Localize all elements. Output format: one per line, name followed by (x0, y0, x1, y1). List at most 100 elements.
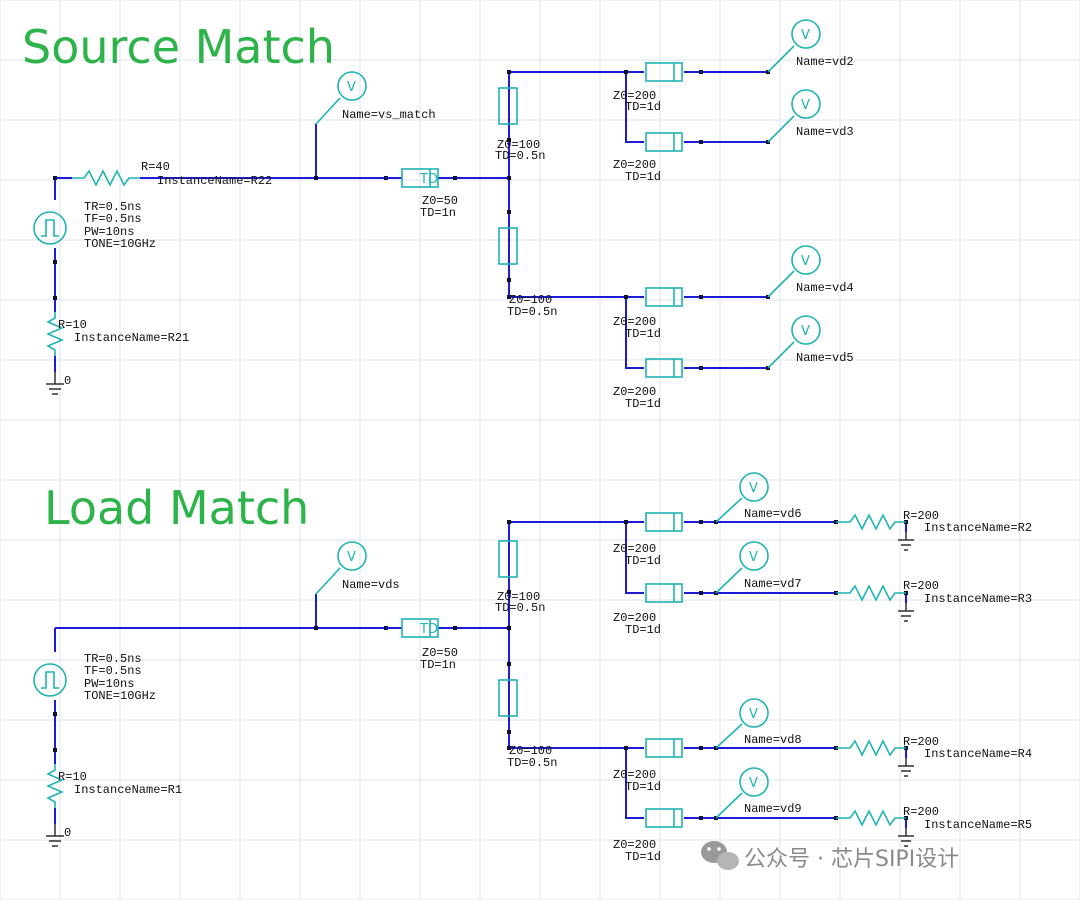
load-pulse-pw: PW=10ns (84, 677, 134, 691)
r22-value: R=40 (141, 160, 170, 174)
probe-symbol: V (749, 481, 758, 496)
resistor-r1[interactable]: R=10 InstanceName=R1 (45, 764, 182, 808)
resistor-r4[interactable]: R=200 InstanceName=R4 (836, 735, 1032, 777)
probe-vd6[interactable]: V Name=vd6 (715, 472, 802, 523)
probe-vd7[interactable]: V Name=vd7 (715, 541, 802, 594)
tline-main-td: TD=1n (420, 206, 456, 220)
probe-symbol: V (801, 254, 810, 269)
resistor-r22[interactable]: R=40 InstanceName=R22 (72, 160, 272, 188)
tline-symbol: TD (419, 622, 438, 637)
load-branch-3-td: TD=1d (625, 780, 661, 794)
source-pulse-tr: TR=0.5ns (84, 200, 142, 214)
probe-vd2-label: Name=vd2 (796, 55, 854, 69)
tline-upper[interactable]: Z0=100 TD=0.5n (495, 87, 545, 163)
tline-branch-load-3[interactable]: Z0=200 TD=1d (613, 738, 683, 794)
load-match-circuit: TR=0.5ns TF=0.5ns PW=10ns TONE=10GHz R=1… (33, 472, 1032, 864)
tline-upper-z: Z0=100 (497, 138, 540, 152)
probe-symbol: V (801, 28, 810, 43)
probe-vd8[interactable]: V Name=vd8 (715, 698, 802, 749)
tline-branch-4[interactable]: Z0=200 TD=1d (613, 358, 683, 411)
probe-symbol: V (749, 550, 758, 565)
tline-lower-load[interactable]: Z0=100 TD=0.5n (498, 679, 557, 770)
tline-main-load-z: Z0=50 (422, 646, 458, 660)
r1-value: R=10 (58, 770, 87, 784)
resistor-r2[interactable]: R=200 InstanceName=R2 (836, 509, 1032, 551)
probe-vs-match-label: Name=vs_match (342, 108, 436, 122)
load-branch-2-td: TD=1d (625, 623, 661, 637)
tline-lower[interactable]: Z0=100 TD=0.5n (498, 227, 557, 319)
load-branch-3-z: Z0=200 (613, 768, 656, 782)
tline-upper-load-td: TD=0.5n (495, 601, 545, 615)
source-match-circuit: R=40 InstanceName=R22 TR=0.5ns TF=0.5ns … (33, 19, 854, 411)
load-pulse-tf: TF=0.5ns (84, 664, 142, 678)
r3-value: R=200 (903, 579, 939, 593)
tline-main-load-td: TD=1n (420, 658, 456, 672)
tline-branch-1[interactable]: Z0=200 TD=1d (613, 62, 683, 114)
probe-symbol: V (347, 550, 356, 565)
tline-lower-load-td: TD=0.5n (507, 756, 557, 770)
r22-instance: InstanceName=R22 (157, 174, 272, 188)
probe-vds-label: Name=vds (342, 578, 400, 592)
source-pulse-tf: TF=0.5ns (84, 212, 142, 226)
probe-vds[interactable]: V Name=vds (315, 541, 400, 595)
r2-instance: InstanceName=R2 (924, 521, 1032, 535)
tline-main[interactable]: TD Z0=50 TD=1n (386, 168, 458, 220)
probe-vd9[interactable]: V Name=vd9 (715, 767, 802, 819)
probe-vd7-label: Name=vd7 (744, 577, 802, 591)
load-branch-2-z: Z0=200 (613, 611, 656, 625)
source-pulse-pw: PW=10ns (84, 225, 134, 239)
branch-2-td: TD=1d (625, 170, 661, 184)
tline-upper-load-z: Z0=100 (497, 590, 540, 604)
branch-3-z: Z0=200 (613, 315, 656, 329)
probe-vd4-label: Name=vd4 (796, 281, 854, 295)
probe-vd9-label: Name=vd9 (744, 802, 802, 816)
probe-vd3-label: Name=vd3 (796, 125, 854, 139)
ground-symbol: 0 (46, 372, 71, 395)
tline-symbol: TD (419, 172, 438, 187)
probe-vd3[interactable]: V Name=vd3 (767, 89, 854, 143)
tline-branch-load-2[interactable]: Z0=200 TD=1d (613, 583, 683, 637)
load-pulse-tone: TONE=10GHz (84, 689, 156, 703)
tline-branch-load-4[interactable]: Z0=200 TD=1d (613, 808, 683, 864)
probe-symbol: V (749, 707, 758, 722)
r5-value: R=200 (903, 805, 939, 819)
probe-symbol: V (347, 80, 356, 95)
probe-symbol: V (801, 324, 810, 339)
tline-branch-3[interactable]: Z0=200 TD=1d (613, 287, 683, 341)
watermark-text: 公众号 · 芯片SIPI设计 (744, 847, 959, 872)
resistor-r21[interactable]: R=10 InstanceName=R21 (45, 312, 189, 356)
probe-vd4[interactable]: V Name=vd4 (767, 245, 854, 298)
probe-vd2[interactable]: V Name=vd2 (767, 19, 854, 73)
title-load-match: Load Match (44, 481, 309, 535)
wechat-icon (701, 841, 739, 870)
probe-vs-match[interactable]: V Name=vs_match (315, 71, 436, 125)
tline-main-load[interactable]: TD Z0=50 TD=1n (386, 618, 458, 672)
load-branch-4-z: Z0=200 (613, 838, 656, 852)
r4-instance: InstanceName=R4 (924, 747, 1032, 761)
r5-instance: InstanceName=R5 (924, 818, 1032, 832)
load-pulse-tr: TR=0.5ns (84, 652, 142, 666)
tline-upper-load[interactable]: Z0=100 TD=0.5n (495, 540, 545, 615)
ground-symbol: 0 (46, 824, 71, 847)
resistor-r3[interactable]: R=200 InstanceName=R3 (836, 579, 1032, 622)
probe-vd5-label: Name=vd5 (796, 351, 854, 365)
load-branch-1-z: Z0=200 (613, 542, 656, 556)
tline-branch-load-1[interactable]: Z0=200 TD=1d (613, 512, 683, 568)
probe-vd6-label: Name=vd6 (744, 507, 802, 521)
ground-label: 0 (64, 826, 71, 840)
tline-main-z: Z0=50 (422, 194, 458, 208)
pulse-source[interactable]: TR=0.5ns TF=0.5ns PW=10ns TONE=10GHz (33, 200, 156, 251)
r1-instance: InstanceName=R1 (74, 783, 182, 797)
tline-lower-z: Z0=100 (509, 293, 552, 307)
pulse-source-load[interactable]: TR=0.5ns TF=0.5ns PW=10ns TONE=10GHz (33, 652, 156, 703)
r3-instance: InstanceName=R3 (924, 592, 1032, 606)
probe-symbol: V (749, 776, 758, 791)
tline-branch-2[interactable]: Z0=200 TD=1d (613, 132, 683, 184)
r21-instance: InstanceName=R21 (74, 331, 189, 345)
tline-lower-td: TD=0.5n (507, 305, 557, 319)
load-branch-4-td: TD=1d (625, 850, 661, 864)
probe-vd5[interactable]: V Name=vd5 (767, 315, 854, 369)
resistor-r5[interactable]: R=200 InstanceName=R5 (836, 805, 1032, 847)
branch-3-td: TD=1d (625, 327, 661, 341)
branch-2-z: Z0=200 (613, 158, 656, 172)
